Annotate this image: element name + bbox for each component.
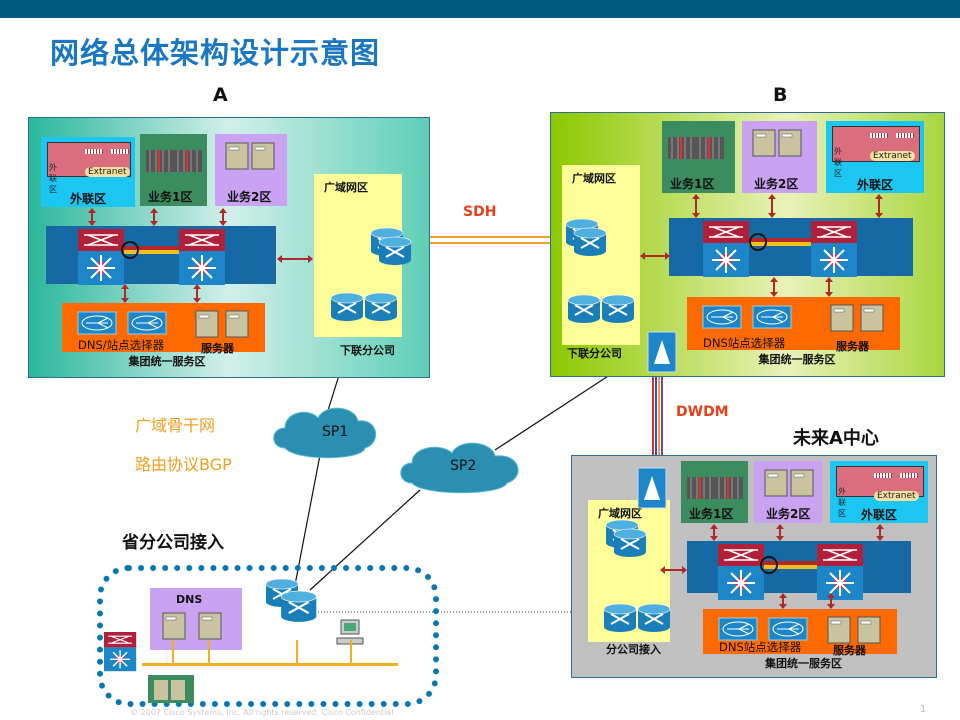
dns-selector-label: DNS站点选择器	[719, 640, 802, 654]
wan-sub-label: 下联分公司	[340, 344, 395, 357]
wan-sub-label: 下联分公司	[567, 347, 622, 360]
dwdm-label: DWDM	[676, 404, 729, 420]
link-arrow-icon	[770, 277, 778, 297]
link-arrow-icon	[768, 194, 776, 218]
slide-title: 网络总体架构设计示意图	[50, 36, 381, 70]
extranet-cloud-label: Extranet	[874, 491, 919, 501]
wan-zone-label: 广域网区	[598, 507, 642, 520]
extranet-zone-label: 外联区	[70, 192, 107, 206]
lan-drop-line	[296, 640, 298, 664]
firewall-icon	[85, 149, 103, 154]
wan-zone-label: 广域网区	[572, 172, 616, 185]
business-zone-1-label: 业务1区	[148, 190, 193, 204]
firewall-icon	[874, 473, 892, 478]
trunk-link-icon	[749, 238, 811, 246]
link-arrow-icon	[640, 252, 670, 260]
future-center-heading: 未来A中心	[793, 428, 879, 449]
footer-text: © 2007 Cisco Systems, Inc. All rights re…	[130, 708, 394, 717]
link-arrow-icon	[825, 277, 833, 297]
link-arrow-icon	[150, 208, 158, 226]
extranet-zone-label: 外联区	[857, 178, 894, 192]
extranet-inner-label: 外联区	[834, 147, 842, 178]
business-zone-2-label: 业务2区	[227, 190, 272, 204]
bgp-label: 路由协议BGP	[135, 455, 232, 474]
link-arrow-icon	[193, 284, 201, 303]
center-a-heading: A	[213, 84, 228, 106]
business-zone-2-label: 业务2区	[766, 507, 811, 521]
province-heading: 省分公司接入	[122, 533, 224, 553]
service-zone-label: 集团统一服务区	[128, 355, 206, 368]
service-zone-label: 集团统一服务区	[765, 657, 842, 670]
business-zone-2-label: 业务2区	[754, 177, 799, 191]
dwdm-link	[652, 370, 663, 470]
link-arrow-icon	[776, 524, 784, 541]
lan-drop-line	[350, 640, 352, 664]
servers-label: 服务器	[833, 644, 866, 657]
sp2-cloud-icon	[400, 442, 519, 494]
firewall-icon	[900, 473, 918, 478]
wan-zone-label: 广域网区	[324, 181, 368, 194]
link-arrow-icon	[277, 255, 313, 263]
extranet-cloud-label: Extranet	[85, 167, 130, 177]
wan-sub-label: 分公司接入	[606, 643, 661, 656]
firewall-icon	[896, 133, 914, 138]
lan-bus	[142, 663, 398, 666]
firewall-icon	[870, 133, 888, 138]
extranet-cloud-label: Extranet	[870, 151, 915, 161]
servers-label: 服务器	[201, 342, 234, 355]
dns-selector-label: DNS站点选择器	[703, 336, 786, 350]
link-arrow-icon	[779, 593, 787, 609]
sp1-cloud-icon	[273, 407, 377, 459]
province-dns-label: DNS	[176, 593, 203, 606]
business-zone-1-label: 业务1区	[670, 177, 715, 191]
extranet-inner-label: 外联区	[838, 487, 846, 518]
business-zone-1-label: 业务1区	[689, 507, 734, 521]
link-arrow-icon	[710, 524, 718, 541]
sdh-label: SDH	[463, 204, 497, 220]
center-b-heading: B	[773, 84, 788, 106]
sp1-label: SP1	[322, 424, 349, 440]
province-access-zone	[97, 565, 439, 707]
trunk-link-icon	[124, 246, 180, 254]
page-number: 1	[920, 704, 927, 715]
top-bar	[0, 0, 960, 18]
backbone-label: 广域骨干网	[135, 416, 216, 435]
lan-drop-line	[172, 640, 174, 664]
extranet-zone-label: 外联区	[861, 508, 898, 522]
trunk-ring-icon	[120, 241, 139, 259]
dns-selector-label: DNS/站点选择器	[78, 338, 165, 352]
link-arrow-icon	[660, 566, 687, 574]
link-arrow-icon	[219, 208, 227, 226]
trunk-ring-icon	[759, 556, 778, 574]
server-rack-icon	[148, 675, 194, 703]
link-arrow-icon	[692, 194, 700, 218]
link-arrow-icon	[876, 524, 884, 541]
sp2-label: SP2	[450, 458, 477, 474]
link-arrow-icon	[121, 284, 129, 303]
extranet-inner-label: 外联区	[49, 163, 57, 194]
firewall-icon	[111, 149, 129, 154]
servers-label: 服务器	[836, 340, 869, 353]
trunk-ring-icon	[748, 233, 767, 251]
lan-drop-line	[208, 640, 210, 664]
link-arrow-icon	[875, 194, 883, 218]
service-zone-label: 集团统一服务区	[758, 353, 836, 366]
trunk-link-icon	[764, 561, 817, 569]
link-arrow-icon	[827, 593, 835, 609]
link-arrow-icon	[88, 208, 96, 226]
